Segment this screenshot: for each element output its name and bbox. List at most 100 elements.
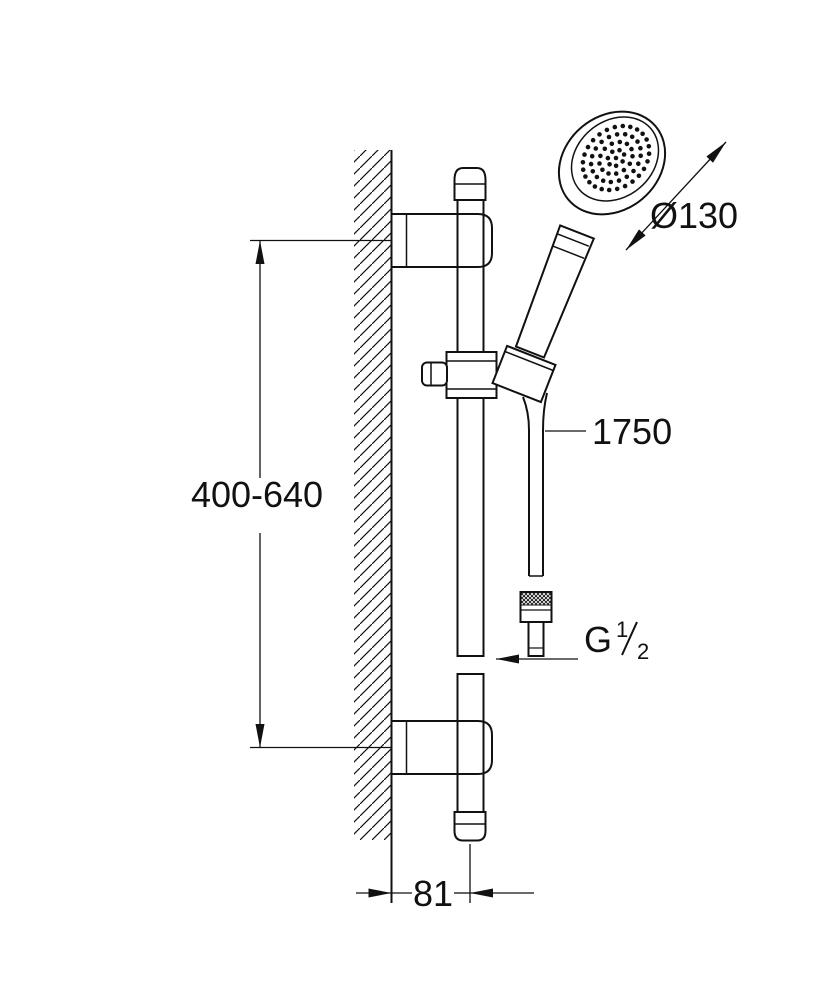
slider-clamp-knob: [421, 361, 448, 387]
arrow-down-icon: [255, 724, 265, 748]
dim-wall-offset: 81: [356, 844, 534, 914]
arrow-left-icon: [470, 888, 493, 898]
spray-nozzle-dot: [600, 167, 605, 173]
spray-nozzle-dot: [621, 152, 627, 157]
spray-nozzle-dot: [622, 183, 628, 189]
arrow-upper-icon: [706, 142, 726, 163]
shower-head-face-rim: [570, 116, 660, 202]
spray-nozzle-dot: [613, 155, 619, 161]
spray-nozzle-dot: [593, 146, 599, 151]
spray-nozzle-dot: [644, 137, 649, 142]
fraction-slash: [621, 621, 638, 656]
spray-nozzle-dot: [629, 134, 635, 140]
spray-nozzle-dot: [609, 141, 615, 147]
arrow-up-icon: [255, 240, 265, 264]
spray-nozzle-dot: [583, 174, 588, 179]
spray-nozzle-dot: [646, 151, 652, 156]
dim-wall-offset-label: 81: [413, 873, 453, 914]
spray-nozzle-dot: [608, 179, 614, 185]
hose-end-fitting: [527, 621, 545, 657]
spray-nozzle-dot: [620, 159, 625, 164]
top-bracket: [392, 213, 493, 268]
dim-thread: G 1 2: [496, 617, 649, 664]
spray-nozzle-dot: [638, 153, 643, 159]
spray-nozzle-dot: [630, 179, 635, 184]
spray-nozzle-dot: [585, 144, 591, 150]
spray-nozzle-dot: [621, 167, 627, 173]
dim-bracket-spacing: 400-640: [191, 240, 323, 748]
dim-hose-length-label: 1750: [592, 411, 672, 452]
spray-nozzle-dot: [630, 154, 635, 159]
spray-nozzle-dot: [604, 127, 610, 133]
spray-nozzle-dot: [598, 153, 603, 159]
spray-nozzle-dot: [582, 152, 587, 157]
arrow-right-icon: [368, 888, 392, 898]
dim-hose-length: 1750: [545, 411, 672, 452]
rail-tube-upper: [456, 199, 485, 657]
spray-nozzle-dot: [588, 161, 594, 167]
spray-nozzle-dot: [624, 141, 630, 147]
dim-head-diameter: Ø130: [625, 141, 738, 251]
spray-nozzle-dot: [634, 127, 640, 132]
shower-head: [557, 110, 667, 216]
spray-nozzle-dot: [624, 174, 630, 180]
spray-nozzle-dot: [613, 163, 619, 169]
wall-hatching: [354, 150, 393, 903]
spray-nozzle-dot: [635, 139, 640, 144]
spray-nozzle-dot: [636, 173, 642, 179]
spray-nozzle-dot: [617, 147, 622, 153]
spray-nozzle-dot: [641, 166, 647, 172]
spray-nozzle-dot: [622, 132, 628, 137]
spray-nozzle-dot: [612, 124, 618, 130]
shower-hose: [522, 392, 548, 577]
handle-joint-line: [552, 245, 585, 259]
spray-nozzle-dot: [628, 124, 633, 130]
shower-rail: [453, 167, 487, 842]
spray-nozzle-dot: [614, 186, 620, 192]
dim-head-diameter-label: Ø130: [650, 195, 738, 236]
spray-nozzle-dot: [587, 179, 592, 185]
thread-label-denominator: 2: [637, 639, 649, 664]
spray-nozzle-dot: [614, 132, 620, 137]
spray-nozzle-dot: [602, 146, 608, 152]
thread-label-g: G: [584, 619, 612, 660]
spray-nozzle-dot: [606, 134, 612, 140]
spray-nozzle-dot: [605, 155, 611, 161]
knurled-band: [520, 591, 552, 606]
handset-holder-cone: [491, 344, 557, 404]
spray-nozzle-dot: [592, 184, 598, 189]
arrow-lower-icon: [626, 229, 646, 250]
spray-nozzle-dot: [607, 162, 612, 167]
spray-nozzle-dot: [617, 139, 623, 145]
spray-nozzle-dot: [640, 131, 645, 137]
spray-nozzle-dot: [597, 132, 602, 137]
wall-brackets: [392, 213, 493, 775]
hand-shower-handle: [514, 224, 596, 359]
spray-nozzle-dot: [645, 159, 650, 164]
spray-nozzle-dot: [599, 139, 604, 145]
thread-label-numerator: 1: [616, 617, 628, 642]
spray-nozzle-dot: [646, 144, 652, 149]
handle-joint-line: [556, 233, 590, 247]
spray-dots: [580, 123, 652, 193]
rail-tube-lower: [456, 673, 485, 813]
spray-nozzle-dot: [589, 153, 595, 159]
spray-nozzle-dot: [631, 168, 636, 174]
spray-nozzle-dot: [590, 137, 596, 143]
bottom-bracket: [392, 720, 493, 775]
spray-nozzle-dot: [580, 160, 586, 165]
spray-nozzle-dot: [616, 178, 622, 183]
dim-bracket-spacing-extensions: [250, 239, 392, 749]
spray-nozzle-dot: [629, 146, 634, 152]
arrow-left-icon: [496, 654, 519, 664]
rail-bottom-cap: [453, 811, 487, 842]
spray-nozzle-dot: [590, 169, 596, 174]
spray-nozzle-dot: [606, 171, 611, 176]
spray-nozzle-dot: [594, 174, 600, 180]
spray-nozzle-dot: [599, 186, 604, 192]
dim-bracket-spacing-label: 400-640: [191, 474, 323, 515]
spray-nozzle-dot: [610, 149, 615, 155]
spray-nozzle-dot: [600, 178, 606, 183]
